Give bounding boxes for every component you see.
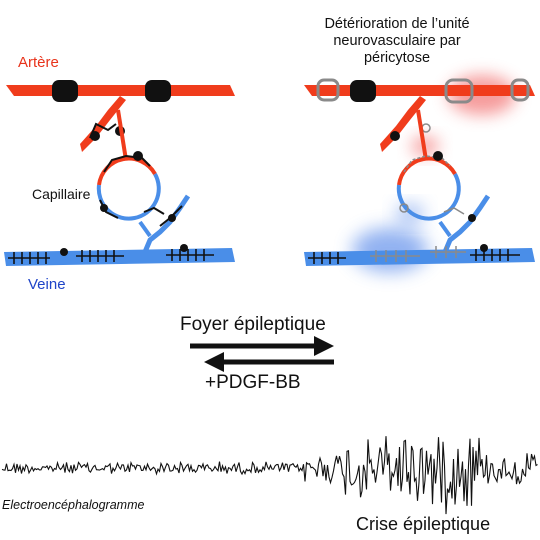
reversible-arrows: [190, 336, 334, 372]
pericyte-body: [168, 214, 176, 222]
pericyte-body: [100, 204, 108, 212]
epileptic-focus-label: Foyer épileptique: [180, 314, 326, 335]
pericyte-body: [90, 131, 100, 141]
pericyte-body: [480, 244, 488, 252]
reverse-arrow-head: [204, 352, 224, 372]
artery-label: Artère: [18, 54, 59, 71]
pericyte-body: [390, 131, 400, 141]
pericyte-band: [52, 80, 78, 102]
pericyte-process: [89, 122, 117, 139]
capillary-loop-venous: [396, 173, 461, 221]
vein-vessel: [304, 248, 535, 266]
capillary-loop-arterial: [97, 156, 157, 186]
damaged-pericyte-band: [444, 78, 474, 104]
pericyte-cluster: [308, 249, 520, 264]
damaged-panel: [304, 75, 535, 272]
eeg-trace: [1, 436, 538, 515]
pericyte-body: [180, 244, 188, 252]
venule: [438, 220, 452, 238]
vein-label: Veine: [28, 276, 66, 293]
damage-glow-vein: [352, 228, 428, 272]
damaged-pericyte-band: [316, 78, 340, 102]
pericyte-process: [143, 206, 165, 215]
pericyte-process: [99, 199, 119, 219]
seizure-label: Crise épileptique: [356, 514, 491, 534]
pericyte-body: [433, 151, 443, 161]
eeg-label: Electroencéphalogramme: [2, 498, 145, 512]
pericyte-process: [103, 154, 151, 173]
forward-arrow-head: [314, 336, 334, 356]
damaged-pericyte-band: [510, 78, 530, 102]
pericyte-cluster: [8, 249, 214, 264]
deterioration-label: Détérioration de l’unité neurovasculaire…: [324, 16, 470, 66]
pericyte-body: [133, 151, 143, 161]
venule: [138, 220, 152, 238]
pericyte-body: [468, 214, 476, 222]
pericyte-body: [60, 248, 68, 256]
pericyte-band: [350, 80, 376, 102]
damaged-pericyte-cluster: [370, 246, 466, 262]
capillary-loop-arterial: [397, 156, 457, 186]
healthy-panel: [4, 80, 235, 266]
pericyte-band: [145, 80, 171, 102]
capillary-connector: [116, 109, 128, 161]
artery-vessel: [6, 85, 235, 96]
damaged-pericyte-body: [399, 203, 409, 213]
venule: [142, 194, 191, 253]
capillary-label: Capillaire: [32, 186, 91, 202]
venule: [442, 194, 491, 253]
capillary-connector: [416, 109, 428, 161]
damaged-pericyte-process: [443, 207, 465, 215]
pdgf-label: +PDGF-BB: [205, 372, 301, 393]
